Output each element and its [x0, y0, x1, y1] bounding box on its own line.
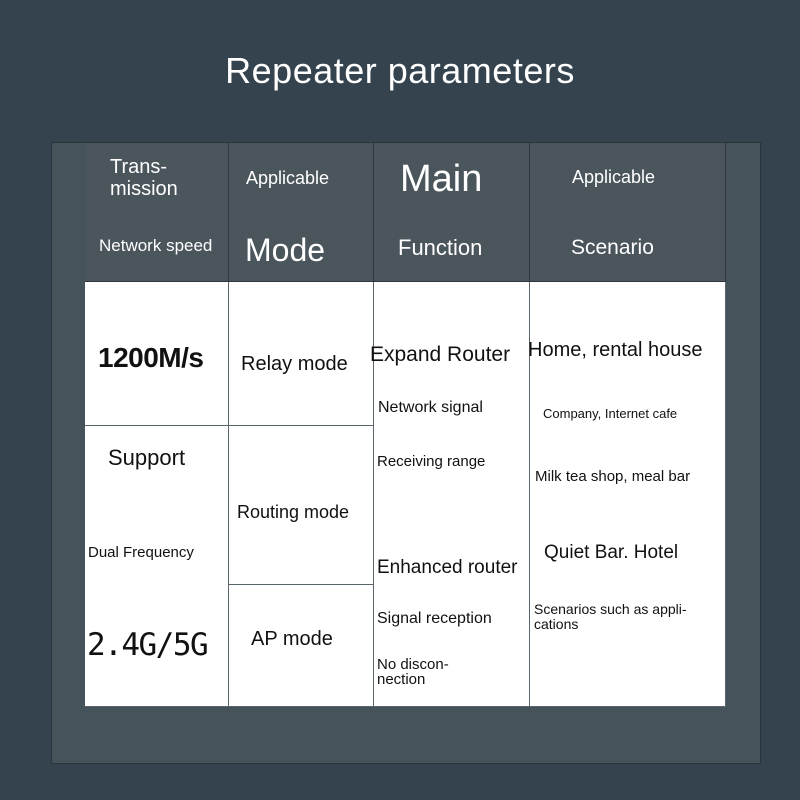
- header-scenario-line2: Scenario: [571, 236, 654, 259]
- function-enhanced-line2b: nection: [377, 671, 426, 688]
- support-label: Support: [108, 445, 186, 470]
- speed-value: 1200M/s: [98, 342, 204, 373]
- bands-value: 2.4G/5G: [87, 627, 209, 663]
- parameters-panel: Trans- mission Network speed Applicable …: [51, 142, 761, 764]
- header-speed: Trans- mission Network speed: [85, 143, 229, 282]
- function-expand-line2: Receiving range: [377, 453, 486, 470]
- scenario-bar-hotel: Quiet Bar. Hotel: [544, 542, 679, 563]
- header-mode-line2: Mode: [245, 232, 326, 268]
- header-mode-line1: Applicable: [246, 168, 330, 188]
- mode-ap: AP mode: [251, 628, 333, 650]
- scenario-milk-tea: Milk tea shop, meal bar: [535, 468, 691, 485]
- function-enhanced-title: Enhanced router: [377, 557, 518, 578]
- header-scenario: Applicable Scenario: [530, 143, 726, 282]
- scenario-company: Company, Internet cafe: [543, 406, 678, 421]
- function-cell: Expand Router Network signal Receiving r…: [370, 282, 530, 707]
- header-function-line1: Main: [400, 158, 483, 200]
- function-expand-line1: Network signal: [378, 399, 483, 416]
- function-enhanced-line1: Signal reception: [377, 610, 492, 627]
- dual-frequency-label: Dual Frequency: [88, 544, 194, 561]
- mode-relay: Relay mode: [241, 353, 348, 375]
- mode-routing: Routing mode: [237, 502, 350, 522]
- scenario-cell: Home, rental house Company, Internet caf…: [528, 282, 726, 707]
- frequency-cell: Support Dual Frequency 2.4G/5G: [85, 426, 229, 707]
- mode-routing-cell: Routing mode: [229, 426, 374, 585]
- header-speed-line3: Network speed: [99, 236, 213, 255]
- mode-ap-cell: AP mode: [229, 585, 374, 707]
- speed-value-cell: 1200M/s: [85, 282, 229, 426]
- header-speed-line2: mission: [110, 178, 178, 200]
- header-mode: Applicable Mode: [229, 143, 374, 282]
- header-speed-line1: Trans-: [110, 156, 168, 178]
- scenario-applications-line2: cations: [534, 616, 579, 632]
- header-function-line2: Function: [398, 235, 483, 260]
- function-enhanced-line2a: No discon-: [377, 656, 449, 673]
- header-function: Main Function: [374, 143, 530, 282]
- mode-relay-cell: Relay mode: [229, 282, 374, 426]
- function-expand-title: Expand Router: [370, 343, 511, 366]
- scenario-home: Home, rental house: [528, 339, 703, 361]
- page-title: Repeater parameters: [225, 50, 575, 91]
- header-scenario-line1: Applicable: [572, 167, 656, 187]
- scenario-applications-line1: Scenarios such as appli-: [534, 601, 687, 617]
